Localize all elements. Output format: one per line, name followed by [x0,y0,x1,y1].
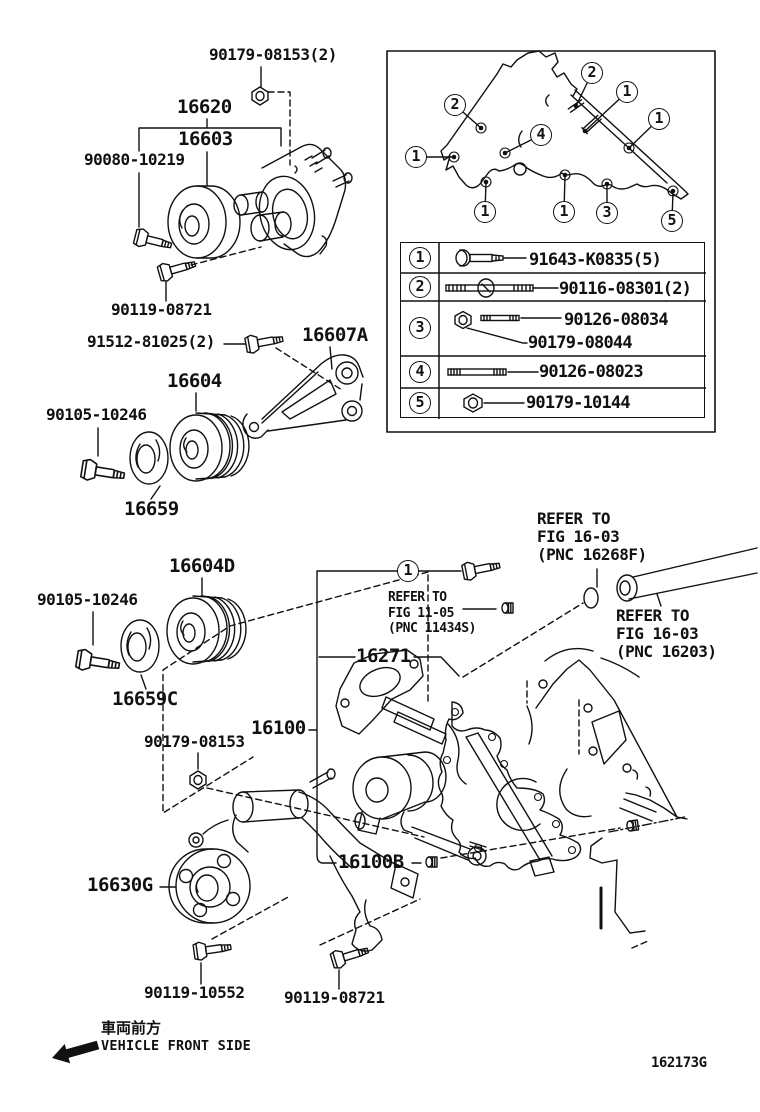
hardware-legend-table: 1 2 3 4 5 91643-K0835(5) 90116-08301(2) … [400,242,706,419]
part-label-91512-81025(2)[interactable]: 91512-81025(2) [87,332,215,351]
legend-part-number[interactable]: 90116-08301(2) [559,279,692,299]
part-label-90119-08721[interactable]: 90119-08721 [284,988,385,1007]
legend-row-number: 3 [409,317,431,339]
part-label-90105-10246[interactable]: 90105-10246 [37,590,138,609]
leader-lines [92,66,662,990]
refer-note-line: (PNC 16203) [616,642,717,661]
part-label-90105-10246[interactable]: 90105-10246 [46,405,147,424]
stud-icon [445,278,559,298]
part-label-90179-08153(2)[interactable]: 90179-08153(2) [209,45,337,64]
part-label-16620[interactable]: 16620 [177,96,232,118]
part-label-90179-08153[interactable]: 90179-08153 [144,732,245,751]
timing-cover-drawing [526,547,758,934]
nut-icon [463,393,525,413]
inset-callout-4: 4 [530,124,552,146]
part-label-90119-08721[interactable]: 90119-08721 [111,300,212,319]
dashed-lines [162,91,649,949]
part-label-16271[interactable]: 16271 [356,645,411,667]
legend-row-number: 2 [409,276,431,298]
pulley-group-2-drawing [120,595,247,673]
hardware-glyphs [74,86,514,971]
legend-part-number[interactable]: 90126-08023 [539,362,644,382]
bolt-icon [455,249,527,267]
refer-note-line: FIG 11-05 [388,605,454,621]
vehicle-front-en: VEHICLE FRONT SIDE [101,1038,251,1054]
part-label-16100[interactable]: 16100 [251,717,306,739]
main-callout-1: 1 [397,560,419,582]
pump-pulley-drawing [168,768,419,952]
legend-part-number[interactable]: 91643-K0835(5) [529,250,662,270]
inset-callout-2: 2 [444,94,466,116]
refer-note-line: FIG 16-03 [537,527,620,546]
part-label-90119-10552[interactable]: 90119-10552 [144,983,245,1002]
refer-note-line: REFER TO [388,590,447,605]
refer-note-line: REFER TO [537,509,611,528]
inset-callout-leaders [415,72,679,222]
part-label-16100B[interactable]: 16100B [338,851,404,873]
refer-note-line: (PNC 11434S) [388,621,476,636]
water-pump-assembly-drawing [335,649,582,877]
legend-row-number: 5 [409,392,431,414]
part-label-90080-10219[interactable]: 90080-10219 [84,150,185,169]
inset-callout-1: 1 [405,146,427,168]
o-ring-drawing [583,587,599,609]
idler-pulley-group-drawing [129,354,364,485]
legend-row-number: 4 [409,361,431,383]
legend-row-number: 1 [409,247,431,269]
legend-part-number[interactable]: 90179-10144 [526,393,631,413]
figure-code: 162173G [651,1055,707,1071]
inset-callout-1: 1 [648,108,670,130]
nut-and-stud-icon [454,310,562,344]
inset-callout-5: 5 [661,210,683,232]
tensioner-assembly-drawing [167,143,353,259]
refer-note-line: REFER TO [616,606,690,625]
inset-callout-1: 1 [553,201,575,223]
inset-callout-2: 2 [581,62,603,84]
stud-icon [447,368,539,376]
part-label-16604D[interactable]: 16604D [169,555,235,577]
refer-note-line: (PNC 16268F) [537,545,647,564]
part-label-16630G[interactable]: 16630G [87,874,153,896]
inset-box [386,50,716,433]
inset-callout-1: 1 [616,81,638,103]
legend-part-number[interactable]: 90179-08044 [528,333,633,353]
legend-part-number[interactable]: 90126-08034 [564,310,669,330]
part-label-16607A[interactable]: 16607A [302,324,368,346]
vehicle-front-arrow [52,1040,100,1064]
inset-bolt-dots [451,103,676,194]
part-label-16603[interactable]: 16603 [178,128,233,150]
refer-note-line: FIG 16-03 [616,624,699,643]
part-label-16604[interactable]: 16604 [167,370,222,392]
vehicle-front-jp: 車両前方 [101,1019,162,1037]
hardware-table-grid-and-icons [401,243,706,419]
part-label-16659C[interactable]: 16659C [112,688,178,710]
plug-axis-line [608,816,686,833]
part-label-16659[interactable]: 16659 [124,498,179,520]
inset-callout-1: 1 [474,201,496,223]
inset-callout-3: 3 [596,202,618,224]
